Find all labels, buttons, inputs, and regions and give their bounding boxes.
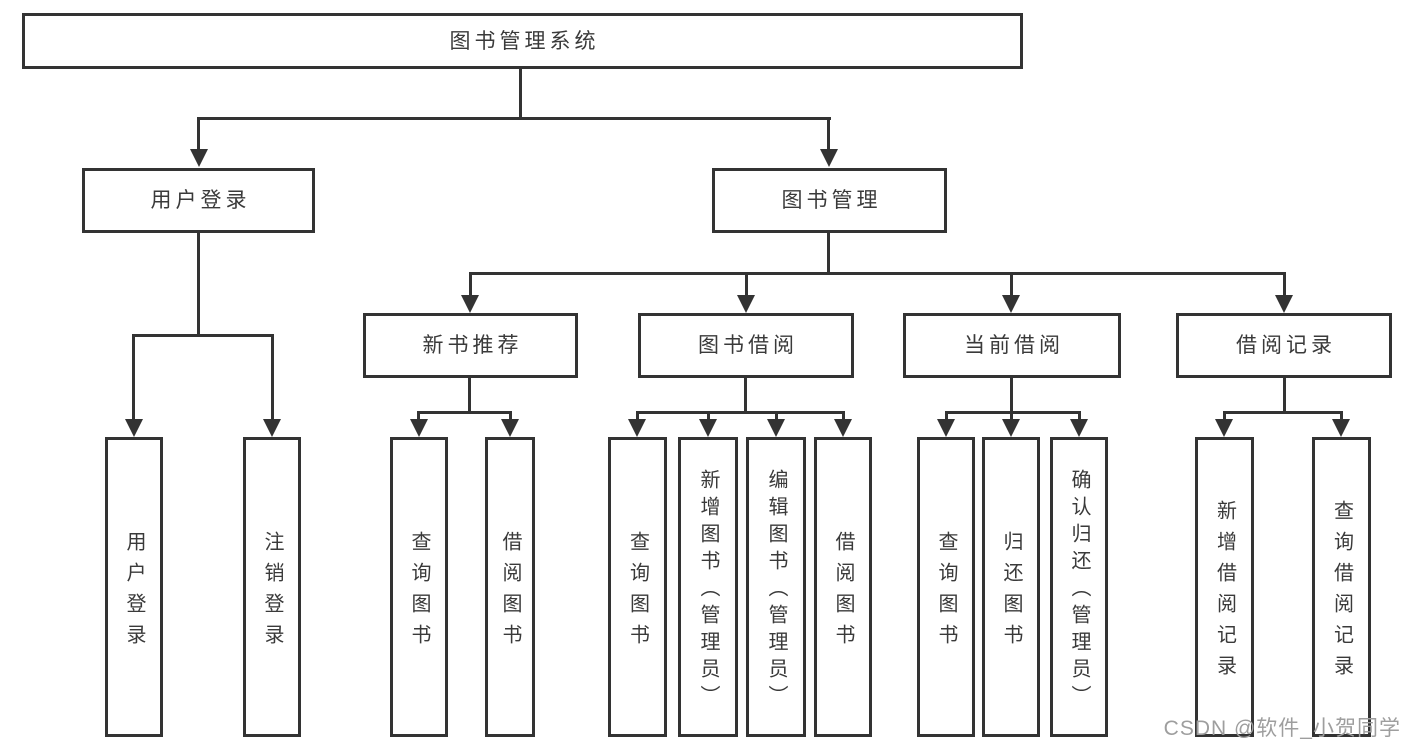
arrow-down-icon: [767, 419, 785, 437]
connector: [1010, 272, 1013, 297]
node-library-management-system: 图书管理系统: [22, 13, 1023, 69]
node-label: 查询图书: [626, 530, 649, 655]
node-label: 注销登录: [261, 530, 283, 655]
connector: [197, 233, 200, 337]
arrow-down-icon: [1002, 295, 1020, 313]
arrow-down-icon: [834, 419, 852, 437]
node-label: 用户登录: [150, 189, 251, 212]
connector: [417, 411, 420, 423]
connector: [509, 411, 512, 423]
connector: [271, 334, 274, 420]
node-label: 借阅图书: [499, 530, 521, 655]
arrow-down-icon: [125, 419, 143, 437]
arrow-down-icon: [820, 149, 838, 167]
leaf-borrow-add-books-admin: 新增图书（管理员）: [678, 437, 738, 737]
node-label: 确认归还（管理员）: [1068, 469, 1090, 712]
connector: [1223, 411, 1343, 414]
node-label: 借阅图书: [832, 530, 854, 655]
arrow-down-icon: [1070, 419, 1088, 437]
leaf-records-query-record: 查询借阅记录: [1312, 437, 1371, 737]
leaf-newbook-query-books: 查询图书: [390, 437, 448, 737]
node-book-borrowing: 图书借阅: [638, 313, 854, 378]
connector: [1010, 378, 1013, 414]
leaf-current-query-books: 查询图书: [917, 437, 975, 737]
connector: [469, 272, 1286, 275]
connector: [132, 334, 274, 337]
connector: [744, 378, 747, 414]
node-label: 新增借阅记录: [1213, 499, 1236, 686]
arrow-down-icon: [501, 419, 519, 437]
arrow-down-icon: [1332, 419, 1350, 437]
node-label: 查询借阅记录: [1330, 499, 1353, 686]
connector: [636, 411, 639, 423]
arrow-down-icon: [1215, 419, 1233, 437]
connector: [1010, 411, 1013, 423]
node-user-login: 用户登录: [82, 168, 315, 233]
connector: [519, 69, 522, 120]
arrow-down-icon: [461, 295, 479, 313]
connector: [842, 411, 845, 423]
connector: [945, 411, 1081, 414]
connector: [1283, 378, 1286, 414]
leaf-borrow-borrow-books: 借阅图书: [814, 437, 872, 737]
connector: [827, 117, 830, 150]
leaf-logout: 注销登录: [243, 437, 301, 737]
arrow-down-icon: [737, 295, 755, 313]
leaf-borrow-edit-books-admin: 编辑图书（管理员）: [746, 437, 806, 737]
leaf-current-return-books: 归还图书: [982, 437, 1040, 737]
connector: [707, 411, 710, 423]
node-new-book-recommendation: 新书推荐: [363, 313, 578, 378]
node-borrowing-records: 借阅记录: [1176, 313, 1392, 378]
node-label: 图书管理系统: [449, 29, 600, 53]
connector: [1223, 411, 1226, 423]
leaf-newbook-borrow-books: 借阅图书: [485, 437, 535, 737]
node-label: 图书借阅: [698, 334, 798, 357]
arrow-down-icon: [628, 419, 646, 437]
connector: [745, 272, 748, 297]
arrow-down-icon: [410, 419, 428, 437]
connector: [197, 117, 831, 120]
csdn-watermark: CSDN @软件_小贺同学: [1163, 717, 1401, 740]
node-label: 编辑图书（管理员）: [765, 469, 787, 712]
connector: [469, 272, 472, 297]
arrow-down-icon: [263, 419, 281, 437]
connector: [775, 411, 778, 423]
connector: [417, 411, 512, 414]
node-label: 新书推荐: [422, 334, 523, 357]
connector: [132, 334, 135, 420]
node-label: 用户登录: [123, 530, 145, 655]
leaf-records-add-record: 新增借阅记录: [1195, 437, 1254, 737]
node-current-borrowing: 当前借阅: [903, 313, 1121, 378]
node-label: 图书管理: [781, 189, 882, 212]
leaf-user-login: 用户登录: [105, 437, 163, 737]
node-label: 新增图书（管理员）: [697, 469, 719, 712]
node-label: 查询图书: [935, 530, 957, 655]
arrow-down-icon: [190, 149, 208, 167]
connector: [636, 411, 845, 414]
node-label: 查询图书: [408, 530, 430, 655]
arrow-down-icon: [937, 419, 955, 437]
arrow-down-icon: [1002, 419, 1020, 437]
leaf-borrow-query-books: 查询图书: [608, 437, 667, 737]
leaf-current-confirm-return-admin: 确认归还（管理员）: [1050, 437, 1108, 737]
connector: [1340, 411, 1343, 423]
node-label: 归还图书: [1000, 530, 1022, 655]
node-book-management: 图书管理: [712, 168, 947, 233]
arrow-down-icon: [699, 419, 717, 437]
node-label: 当前借阅: [964, 334, 1064, 357]
node-label: 借阅记录: [1236, 334, 1336, 357]
connector: [945, 411, 948, 423]
connector: [197, 117, 200, 150]
arrow-down-icon: [1275, 295, 1293, 313]
connector: [1078, 411, 1081, 423]
connector: [468, 378, 471, 414]
connector: [1283, 272, 1286, 297]
connector: [827, 233, 830, 275]
